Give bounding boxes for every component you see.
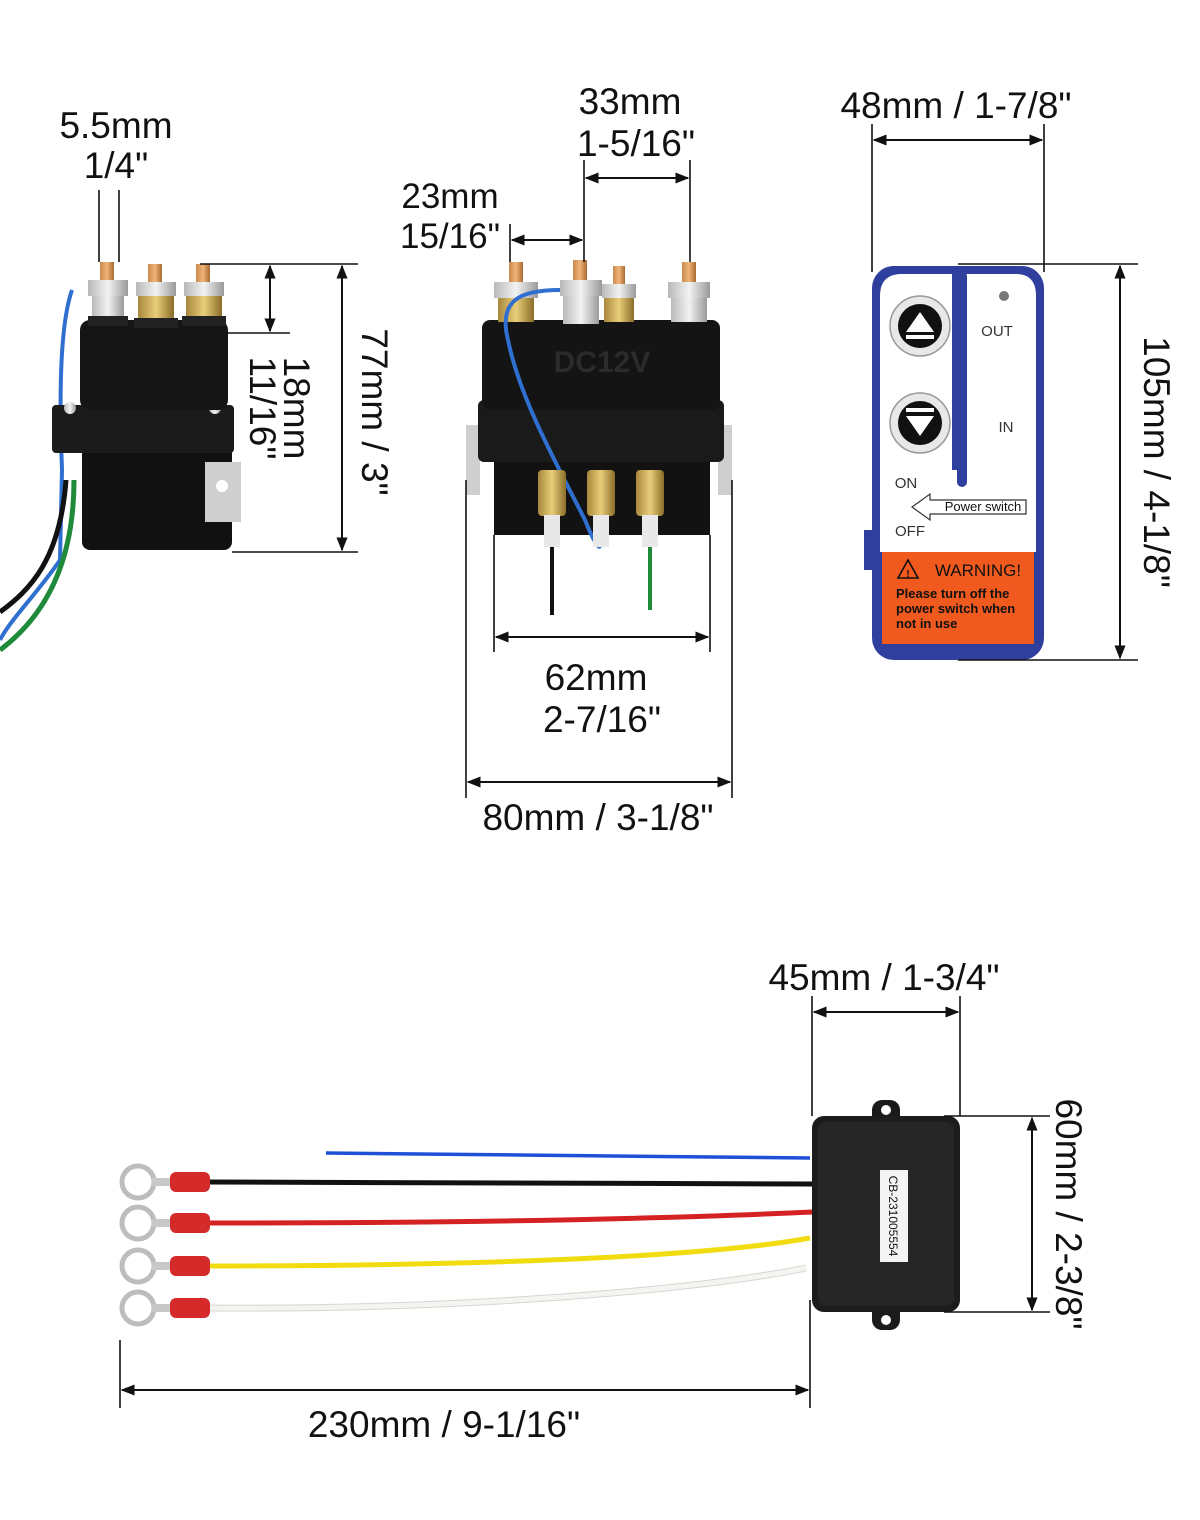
ring-terminal-red [119, 1204, 157, 1242]
warning-line-1: Please turn off the [896, 586, 1009, 601]
small-stud-gap-metric: 23mm [401, 177, 498, 216]
serial-sticker [880, 1170, 908, 1262]
black-wire [0, 479, 69, 615]
out-button[interactable] [889, 295, 951, 357]
svg-text:!: ! [906, 569, 909, 580]
up-arrow-icon [906, 312, 934, 332]
power-switch-label: Power switch [945, 499, 1022, 514]
front-stud-3 [602, 266, 636, 322]
wire-white [119, 1264, 807, 1327]
large-stud-gap-imperial: 1-5/16" [577, 123, 695, 164]
stud-height-metric: 18mm [276, 357, 317, 460]
crimp-sleeve-black [170, 1172, 210, 1192]
left-arrow-icon [910, 492, 1027, 522]
warning-line-3: not in use [896, 616, 957, 631]
receiver-module: CB-231005554 45mm / 1-3/4" 60mm / 2-3/8"… [119, 957, 1089, 1445]
warning-panel [882, 552, 1034, 644]
cable-length-label: 230mm / 9-1/16" [308, 1404, 580, 1445]
front-flange [478, 400, 724, 462]
solenoid-front-view: DC12V [400, 81, 733, 838]
in-button[interactable] [889, 392, 951, 454]
mounting-bracket [205, 462, 241, 522]
ring-terminal-white [119, 1289, 157, 1327]
side-stud-3 [182, 264, 226, 326]
out-label: OUT [981, 323, 1013, 340]
receiver-height-label: 60mm / 2-3/8" [1048, 1098, 1089, 1329]
remote-width-label: 48mm / 1-7/8" [840, 85, 1071, 126]
small-stud-gap-imperial: 15/16" [400, 217, 500, 256]
remote-height-label: 105mm / 4-1/8" [1136, 336, 1177, 588]
green-wire [0, 479, 77, 652]
serial-number: CB-231005554 [886, 1176, 900, 1257]
crimp-sleeve-yellow [170, 1256, 210, 1276]
off-label: OFF [895, 523, 925, 540]
crimp-sleeve-white [170, 1298, 210, 1318]
stud-diameter-metric: 5.5mm [59, 105, 172, 146]
wire-yellow [119, 1235, 811, 1285]
overall-width-label: 80mm / 3-1/8" [482, 797, 713, 838]
power-switch-indicator: Power switch [910, 492, 1027, 522]
wire-black [119, 1163, 813, 1201]
solenoid-lower-body [82, 440, 232, 550]
front-blue-wire [503, 288, 602, 549]
blue-wire [0, 289, 74, 641]
solenoid-upper-body [80, 320, 228, 410]
ring-terminal-yellow [119, 1247, 157, 1285]
side-stud-1 [88, 262, 128, 326]
total-height-label: 77mm / 3" [354, 328, 395, 495]
wire-red [119, 1204, 813, 1242]
body-width-metric: 62mm [545, 657, 648, 698]
side-stud-2 [134, 264, 178, 328]
receiver-width-label: 45mm / 1-3/4" [768, 957, 999, 998]
stud-diameter-imperial: 1/4" [84, 145, 149, 186]
front-upper-body [482, 320, 720, 410]
down-arrow-icon [906, 416, 934, 436]
front-stud-4 [668, 262, 710, 322]
body-width-imperial: 2-7/16" [543, 699, 661, 740]
spade-terminals [538, 470, 664, 547]
crimp-sleeve-red [170, 1213, 210, 1233]
front-stud-2 [560, 260, 602, 324]
stud-height-imperial: 11/16" [242, 357, 283, 460]
voltage-label: DC12V [554, 346, 651, 379]
ring-terminal-black [119, 1163, 157, 1201]
remote-control: OUT IN ON OFF Power switch ! WARNING! Pl… [840, 85, 1177, 661]
on-label: ON [895, 475, 918, 492]
wire-blue [325, 1151, 811, 1160]
in-label: IN [999, 419, 1014, 436]
large-stud-gap-metric: 33mm [579, 81, 682, 122]
solenoid-flange [52, 405, 234, 453]
warning-line-2: power switch when [896, 601, 1015, 616]
solenoid-side-view: 5.5mm 1/4" 18mm 11/16" 77mm / 3" [0, 105, 395, 652]
warning-title: WARNING! [935, 561, 1021, 580]
warning-triangle-icon [896, 558, 920, 579]
